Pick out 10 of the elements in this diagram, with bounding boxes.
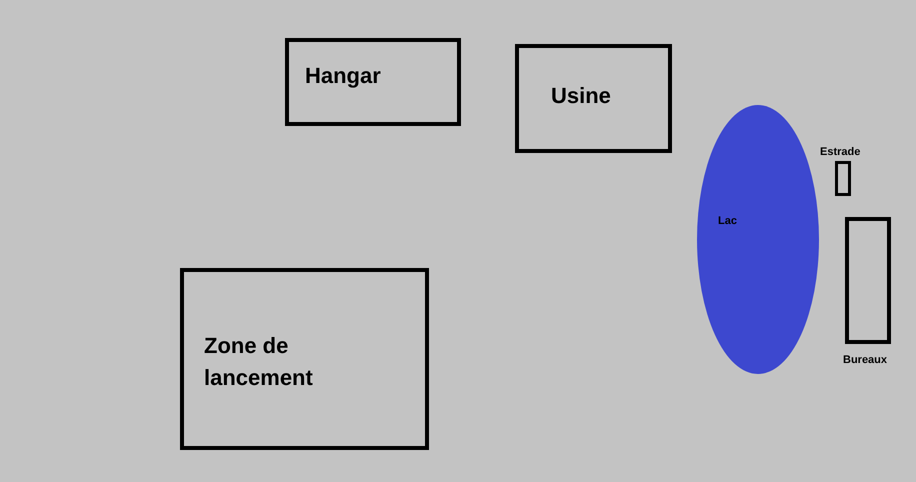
lake-ellipse [697,105,819,374]
place-label: Lac [718,214,737,229]
launch-zone-box [180,268,429,450]
place-label: Usine [551,82,611,110]
place-label: Estrade [820,145,860,160]
place-label: Zone de lancement [204,332,314,392]
building-box [285,38,461,126]
place-label: Hangar [305,62,381,90]
place-label: Bureaux [843,353,888,368]
building-box [515,44,672,153]
